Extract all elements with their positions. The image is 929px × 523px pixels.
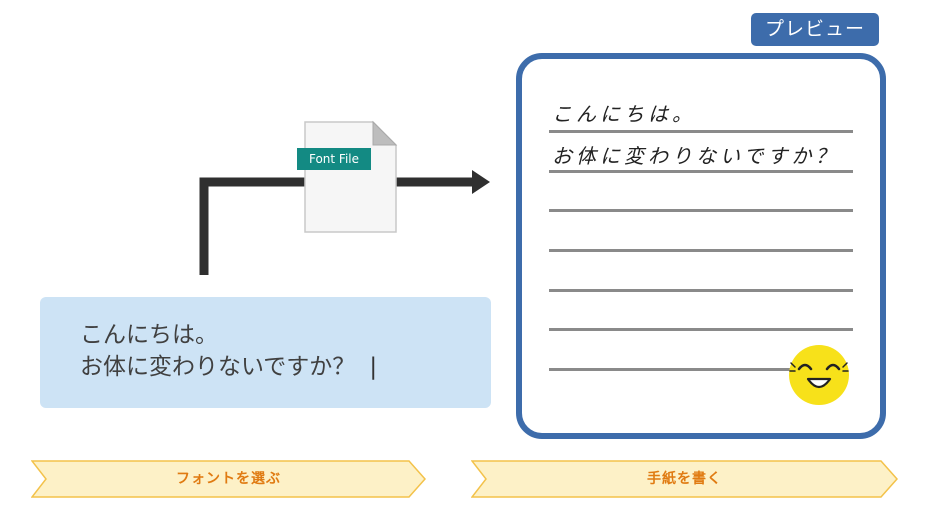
ruled-line [549,209,853,212]
ruled-line [549,289,853,292]
step-label: フォントを選ぶ [176,471,281,487]
step-choose-font: フォントを選ぶ [31,460,426,498]
step-write-letter: 手紙を書く [471,460,898,498]
input-line-2-text: お体に変わりないですか？ [80,354,356,380]
handwritten-line-2: お体に変わりないですか？ [552,144,840,168]
step-chevron-shape [31,460,426,498]
step-chevron-shape [471,460,898,498]
input-line-2: お体に変わりないですか？ | [80,351,491,383]
font-file-icon [304,120,398,233]
handwritten-line-1: こんにちは。 [552,102,696,126]
ruled-line [549,249,853,252]
text-input-box[interactable]: こんにちは。 お体に変わりないですか？ | [40,297,491,408]
preview-tag: プレビュー [751,13,879,46]
preview-card [516,53,886,439]
smiley-face-icon [789,345,849,405]
ruled-line [549,368,799,371]
input-line-1: こんにちは。 [80,322,218,348]
step-label: 手紙を書く [647,471,722,487]
ruled-line [549,130,853,133]
ruled-line [549,170,853,173]
font-file-label: Font File [297,148,371,170]
text-caret: | [369,354,378,380]
ruled-line [549,328,853,331]
